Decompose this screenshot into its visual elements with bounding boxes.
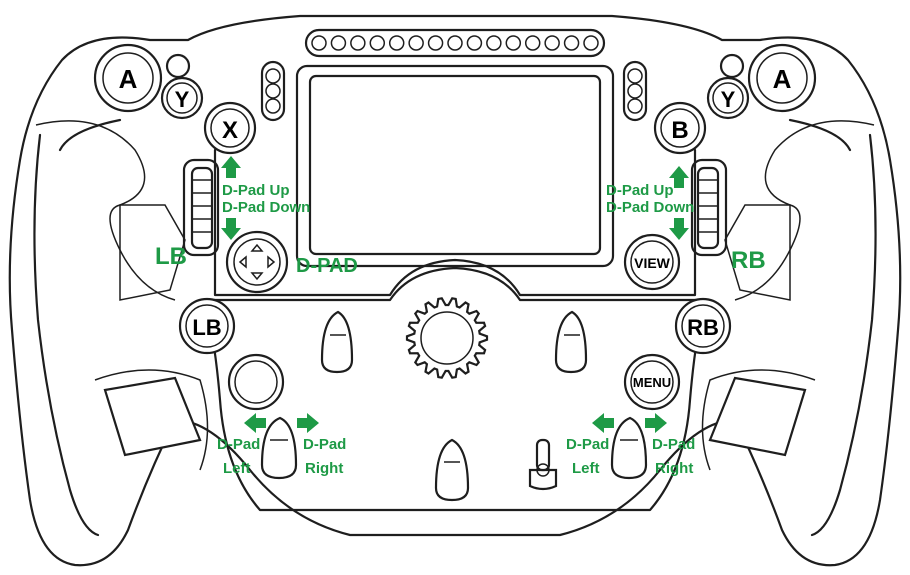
rev-led	[388, 35, 405, 51]
toggle-switch[interactable]	[528, 438, 558, 491]
rev-led	[505, 35, 522, 51]
rev-led	[330, 35, 347, 51]
right-dpad-down-label: D-Pad Down	[606, 199, 694, 216]
status-leds-right	[622, 60, 648, 122]
arrow-right-icon	[297, 413, 319, 433]
rev-led	[427, 35, 444, 51]
rev-led	[311, 35, 327, 51]
status-leds-left	[260, 60, 286, 122]
rev-led	[583, 35, 599, 51]
rev-led	[466, 35, 483, 51]
b-button[interactable]: B	[653, 101, 707, 155]
blank-button[interactable]	[227, 353, 285, 411]
y-button-left-label: Y	[175, 87, 190, 112]
dpad-label: D-PAD	[296, 255, 358, 277]
view-button-label: VIEW	[634, 255, 671, 271]
arrow-down-icon	[221, 218, 241, 240]
y-button-right-label: Y	[721, 87, 736, 112]
rb-button[interactable]: RB	[674, 297, 732, 355]
a-button-left[interactable]: A	[93, 43, 163, 113]
rb-button-label: RB	[687, 315, 719, 340]
small-knob-right	[719, 53, 745, 79]
rev-led	[408, 35, 424, 51]
rotary-knob-upper-left[interactable]	[320, 310, 354, 374]
rev-led	[563, 35, 580, 51]
rotary-knob-bottom-center[interactable]	[434, 438, 470, 502]
arrow-up-icon	[669, 166, 689, 188]
menu-button[interactable]: MENU	[623, 353, 681, 411]
right-thumb-encoder[interactable]	[690, 158, 728, 257]
arrow-right-icon	[645, 413, 667, 433]
right-dpad-up-label: D-Pad Up	[606, 182, 674, 199]
rotary-knob-upper-right[interactable]	[554, 310, 588, 374]
b-button-label: B	[671, 117, 688, 144]
left-rotary-left-label-1: D-Pad	[217, 436, 260, 453]
rotary-knob-left[interactable]	[260, 416, 298, 480]
y-button-right[interactable]: Y	[706, 76, 750, 120]
lb-paddle-label: LB	[155, 243, 187, 270]
lb-button[interactable]: LB	[178, 297, 236, 355]
rotary-knob-right[interactable]	[610, 416, 648, 480]
x-button[interactable]: X	[203, 101, 257, 155]
a-button-right[interactable]: A	[747, 43, 817, 113]
right-rotary-right-label-2: Right	[655, 460, 693, 477]
left-rotary-right-label-2: Right	[305, 460, 343, 477]
small-knob-left	[165, 53, 191, 79]
arrow-left-icon	[244, 413, 266, 433]
arrow-left-icon	[592, 413, 614, 433]
dpad-arrows-icon	[238, 243, 276, 281]
y-button-left[interactable]: Y	[160, 76, 204, 120]
rev-led	[544, 35, 560, 51]
rev-led	[350, 35, 366, 51]
rev-led	[447, 35, 463, 51]
left-thumb-encoder[interactable]	[182, 158, 220, 257]
view-button[interactable]: VIEW	[623, 233, 681, 291]
a-button-right-label: A	[773, 64, 792, 94]
wheel-body	[8, 14, 902, 567]
rev-led	[369, 35, 386, 51]
x-button-label: X	[222, 117, 238, 144]
left-rotary-left-label-2: Left	[223, 460, 251, 477]
right-rotary-left-label-2: Left	[572, 460, 600, 477]
right-rotary-left-label-1: D-Pad	[566, 436, 609, 453]
rev-led-bar	[304, 28, 606, 58]
dpad-button[interactable]	[225, 230, 289, 294]
right-rotary-right-label-1: D-Pad	[652, 436, 695, 453]
rev-led	[486, 35, 502, 51]
rb-paddle-label: RB	[731, 247, 766, 274]
menu-button-label: MENU	[633, 375, 671, 390]
left-dpad-up-label: D-Pad Up	[222, 182, 290, 199]
a-button-left-label: A	[119, 64, 138, 94]
rev-led	[524, 35, 541, 51]
left-dpad-down-label: D-Pad Down	[222, 199, 310, 216]
display-screen	[295, 64, 615, 268]
arrow-down-icon	[669, 218, 689, 240]
lb-button-label: LB	[192, 315, 221, 340]
arrow-up-icon	[221, 156, 241, 178]
center-rotary-knob[interactable]	[405, 297, 489, 379]
left-rotary-right-label-1: D-Pad	[303, 436, 346, 453]
